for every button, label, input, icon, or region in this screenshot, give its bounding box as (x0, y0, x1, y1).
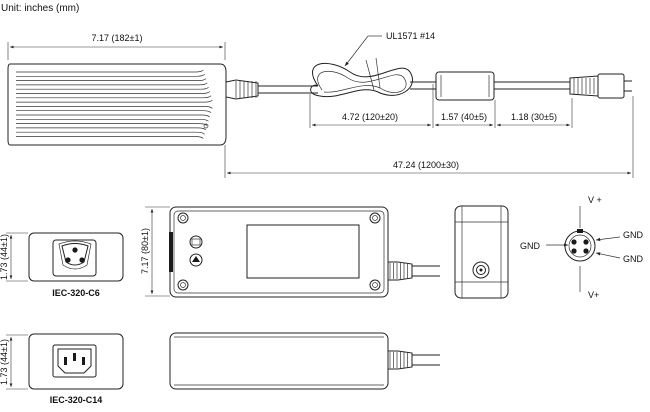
top-view: 7.17 (182±1) UL1571 (7, 31, 634, 178)
c14-socket (52, 344, 97, 378)
c6-socket (52, 239, 97, 277)
cable-spec-label: UL1571 #14 (386, 31, 435, 41)
total-length-label: 47.24 (1200±30) (393, 160, 459, 170)
adapter-body-front (169, 206, 389, 298)
side-end-view (454, 205, 509, 299)
front-view: 7.17 (80±1) (140, 206, 440, 298)
c14-width-label: 1.73 (44±1) (0, 339, 9, 385)
pin-gnd-left: GND (520, 241, 541, 251)
end-view-c6: 1.73 (44±1) IEC-320-C6 (0, 232, 124, 298)
front-strain-ribs (389, 263, 408, 279)
body-length-label: 7.17 (182±1) (92, 33, 143, 43)
end-view-c14: 1.73 (44±1) IEC-320-C14 (0, 333, 124, 405)
side-strain-ribs (389, 352, 408, 368)
c14-label: IEC-320-C14 (50, 395, 103, 405)
din-plug (597, 73, 625, 99)
ferrite-core (435, 71, 495, 101)
pin-gnd-right-top: GND (623, 230, 644, 240)
pin-vplus-top: V + (588, 195, 602, 205)
pinout-diagram: V + V+ GND GND GND (520, 195, 644, 300)
strain-relief-ribs (235, 81, 257, 98)
pin-vplus-bottom: V+ (588, 290, 599, 300)
adapter-body-side (169, 332, 389, 390)
cable-coil (310, 62, 413, 98)
body-height-label: 7.17 (80±1) (140, 228, 150, 274)
cable-seg-2-label: 1.57 (40±5) (441, 112, 487, 122)
pin-gnd-right-bottom: GND (623, 254, 644, 264)
cable-seg-1-label: 4.72 (120±20) (342, 112, 398, 122)
c6-label: IEC-320-C6 (52, 288, 100, 298)
plug-strain-ribs (573, 78, 595, 94)
c6-width-label: 1.73 (44±1) (0, 234, 9, 280)
units-note: Unit: inches (mm) (1, 3, 79, 14)
adapter-body-top (7, 63, 227, 146)
din-connector-face (564, 230, 596, 262)
bottom-side-view (169, 332, 440, 390)
cable-seg-3-label: 1.18 (30±5) (511, 112, 557, 122)
body-ribs (16, 69, 213, 139)
